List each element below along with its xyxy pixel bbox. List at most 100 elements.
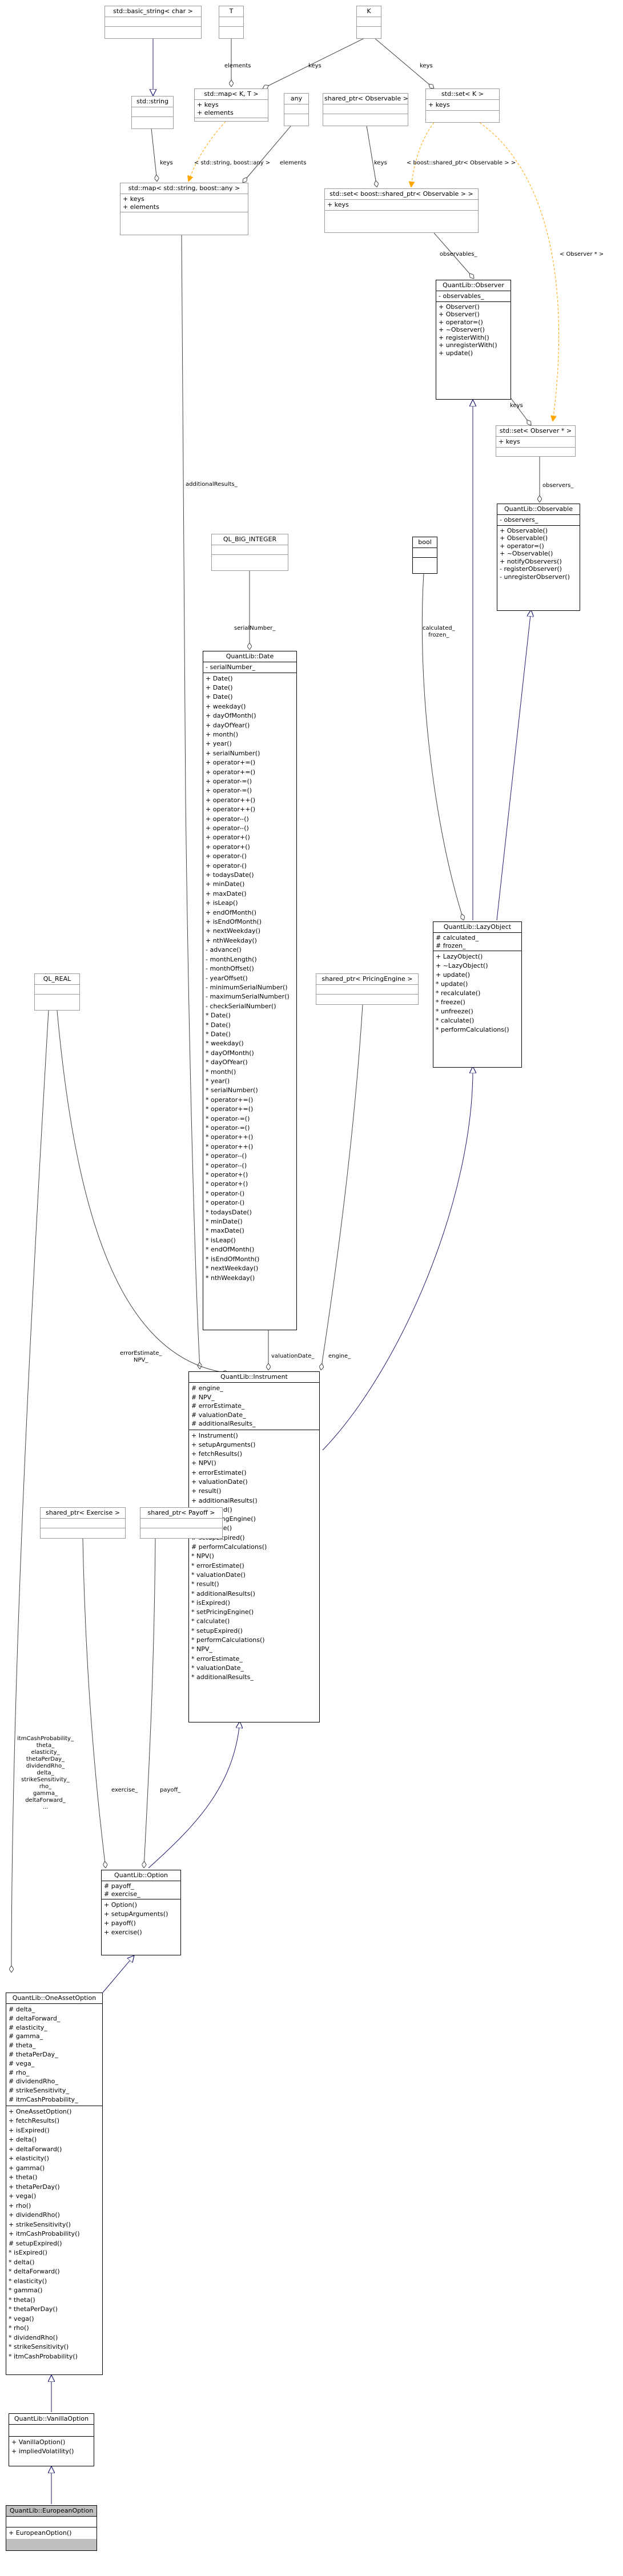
operation: * serialNumber()	[206, 1086, 258, 1094]
edge-label-valuation-date: valuationDate_	[271, 1353, 315, 1359]
class-node-t[interactable]: T	[219, 6, 244, 39]
class-title: std::map< std::string, boost::any >	[128, 184, 240, 192]
operation: + setupArguments()	[191, 1440, 256, 1448]
edge-setk-setobserver	[479, 122, 559, 421]
class-node-bool[interactable]: bool	[412, 537, 437, 574]
edge-mapstringany-instrument	[181, 235, 200, 1369]
operation: + gamma()	[9, 2164, 45, 2172]
operation: + minDate()	[206, 880, 245, 888]
operation: - minimumSerialNumber()	[206, 983, 288, 991]
attribute: + elements	[197, 108, 234, 116]
edge-label-greeks: itmCashProbability_ theta_ elasticity_ t…	[17, 1736, 74, 1810]
operation: * unfreeze()	[436, 1008, 473, 1015]
operation: + Observer()	[439, 311, 480, 318]
edge-sharedobs-setsharedobs	[365, 118, 377, 187]
edge-label-keys: keys	[160, 160, 173, 166]
operation: * itmCashProbability()	[9, 2352, 78, 2360]
operation: * operator-()	[206, 1189, 245, 1197]
operation: + elasticity()	[9, 2155, 49, 2163]
operation: + rho()	[9, 2201, 31, 2209]
class-node-basic-string[interactable]: std::basic_string< char >	[104, 6, 202, 39]
operation: + additionalResults()	[191, 1496, 258, 1504]
class-node-observer[interactable]: QuantLib::Observer - observables_ + Obse…	[436, 280, 511, 400]
attribute: + keys	[428, 101, 450, 108]
class-title: QuantLib::Observer	[443, 281, 504, 289]
operation: * performCalculations()	[436, 1026, 509, 1033]
operation: * strikeSensitivity()	[9, 2343, 69, 2351]
class-node-map-kt[interactable]: std::map< K, T > + keys + elements	[194, 88, 268, 122]
operation: + VanillaOption()	[11, 2438, 66, 2446]
edge-label-serial-number: serialNumber_	[234, 625, 276, 631]
class-node-shared-ptr-pricing-engine[interactable]: shared_ptr< PricingEngine >	[316, 973, 419, 1005]
class-node-set-observer[interactable]: std::set< Observer * > + keys	[496, 425, 576, 457]
operation: + operator+=()	[206, 759, 256, 767]
operation: * operator-()	[206, 1199, 245, 1207]
class-title: std::string	[136, 98, 168, 105]
attribute: + keys	[327, 201, 349, 208]
edge-label-additional-results: additionalResults_	[186, 481, 238, 488]
operation: + unregisterWith()	[439, 341, 497, 349]
operation: - checkSerialNumber()	[206, 1002, 276, 1010]
edge-label-calculated-frozen: calculated_ frozen_	[423, 625, 455, 638]
attribute: # vega_	[9, 2059, 35, 2067]
operation: + thetaPerDay()	[9, 2183, 60, 2191]
operation: + operator-=()	[206, 777, 252, 785]
class-node-shared-ptr-exercise[interactable]: shared_ptr< Exercise >	[40, 1507, 126, 1539]
class-node-ql-big-integer[interactable]: QL_BIG_INTEGER	[211, 534, 288, 571]
class-node-ql-real[interactable]: QL_REAL	[34, 973, 80, 1011]
operation: + update()	[439, 349, 473, 357]
class-node-set-k[interactable]: std::set< K > + keys	[425, 88, 500, 123]
operation: * dividendRho()	[9, 2333, 58, 2341]
edge-qlreal-instrument	[57, 1010, 228, 1373]
edge-pricingengine-instrument	[321, 1004, 363, 1370]
edge-k-setk	[373, 37, 434, 88]
operation: + payoff()	[104, 1919, 136, 1927]
edge-exercise-option	[82, 1538, 106, 1868]
operations-list: + Date()+ Date()+ Date()+ weekday()+ day…	[203, 672, 296, 1284]
class-node-european-option[interactable]: QuantLib::EuropeanOption + EuropeanOptio…	[6, 2505, 97, 2551]
class-node-any[interactable]: any	[284, 93, 309, 126]
class-node-shared-ptr-observable[interactable]: shared_ptr< Observable >	[323, 93, 408, 126]
operation: + maxDate()	[206, 889, 247, 897]
class-node-k[interactable]: K	[356, 6, 381, 39]
operation: + serialNumber()	[206, 749, 260, 757]
operation: + LazyObject()	[436, 953, 483, 960]
class-node-instrument[interactable]: QuantLib::Instrument # engine_# NPV_# er…	[188, 1371, 320, 1722]
operation: + ~Observer()	[439, 326, 485, 333]
edge-mapkt-mapstringany	[188, 121, 226, 182]
class-node-option[interactable]: QuantLib::Option # payoff_ # exercise_ +…	[101, 1870, 181, 1955]
class-title: std::set< K >	[441, 90, 484, 98]
operation: + strikeSensitivity()	[9, 2220, 71, 2228]
attribute: # additionalResults_	[191, 1420, 256, 1427]
class-node-observable[interactable]: QuantLib::Observable - observers_ + Obse…	[497, 504, 580, 611]
class-node-one-asset-option[interactable]: QuantLib::OneAssetOption # delta_# delta…	[6, 1993, 103, 2375]
class-title: std::map< K, T >	[204, 90, 259, 98]
operations-list: + OneAssetOption()+ fetchResults()+ isEx…	[6, 2105, 102, 2363]
attribute: # calculated_	[436, 934, 479, 941]
operation: * month()	[206, 1068, 236, 1076]
operation: * operator-=()	[206, 1124, 250, 1132]
operation: + operator-()	[206, 852, 247, 860]
attribute: # delta_	[9, 2006, 35, 2013]
edge-instrument-lazyobject	[322, 1066, 473, 1451]
edge-oneasset-option	[102, 1955, 134, 1993]
class-node-std-string[interactable]: std::string	[131, 96, 174, 129]
class-title: K	[367, 7, 371, 15]
edge-label-keys: keys	[308, 63, 321, 69]
operations-list: + EuropeanOption()	[6, 2527, 97, 2539]
operation: * NPV()	[191, 1552, 214, 1560]
operation: * dayOfYear()	[206, 1058, 248, 1066]
attribute: # valuationDate_	[191, 1411, 246, 1419]
operation: * isLeap()	[206, 1236, 236, 1244]
edge-setsharedobs-observer	[433, 232, 474, 279]
operation: * operator+()	[206, 1171, 248, 1179]
attribute: # elasticity_	[9, 2023, 47, 2031]
class-node-vanilla-option[interactable]: QuantLib::VanillaOption + VanillaOption(…	[9, 2413, 94, 2466]
class-node-lazy-object[interactable]: QuantLib::LazyObject # calculated_ # fro…	[433, 921, 522, 1068]
attribute: # dividendRho_	[9, 2078, 58, 2086]
class-node-map-string-any[interactable]: std::map< std::string, boost::any > + ke…	[120, 183, 248, 235]
class-node-date[interactable]: QuantLib::Date - serialNumber_ + Date()+…	[203, 651, 297, 1330]
class-node-shared-ptr-payoff[interactable]: shared_ptr< Payoff >	[140, 1507, 223, 1539]
class-node-set-shared-observable[interactable]: std::set< boost::shared_ptr< Observable …	[324, 188, 479, 233]
edge-label-observables: observables_	[440, 251, 477, 257]
